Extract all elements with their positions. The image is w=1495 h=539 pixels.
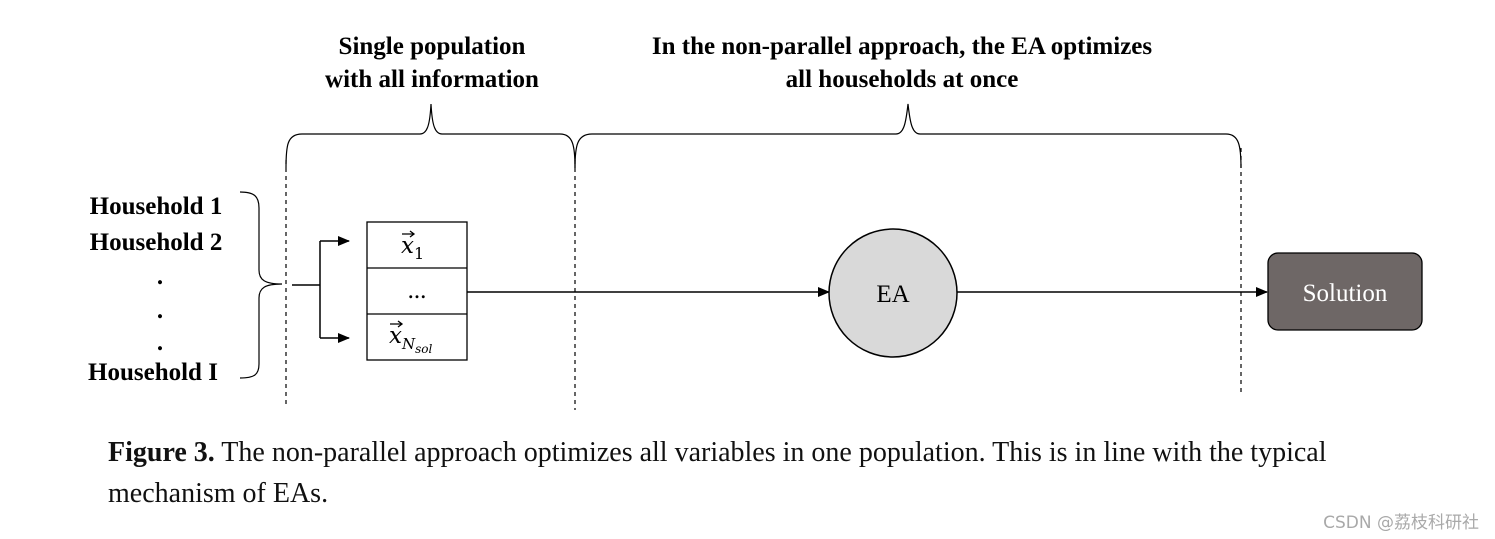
household-dot-1: .	[157, 263, 163, 290]
diagram-canvas: Single population with all information I…	[88, 33, 1423, 410]
header-right-line2: all households at once	[786, 66, 1019, 93]
population-row-1: x1	[401, 233, 424, 263]
household-dot-3: .	[157, 329, 163, 356]
household-last-label: Household I	[88, 359, 218, 386]
solution-label: Solution	[1303, 280, 1388, 307]
ea-node	[828, 228, 958, 358]
solution-node	[1267, 252, 1423, 331]
household-dot-2: .	[157, 297, 163, 324]
figure-label: Figure 3.	[108, 437, 215, 468]
watermark: CSDN @荔枝科研社	[1323, 513, 1479, 533]
vector-arrow-icon	[390, 320, 404, 328]
ea-label: EA	[876, 281, 909, 308]
vector-arrow-icon	[402, 230, 416, 238]
header-left-line2: with all information	[325, 66, 539, 93]
household-1-label: Household 1	[90, 193, 223, 220]
caption-text: The non-parallel approach optimizes all …	[108, 437, 1327, 509]
brace-single-population	[285, 103, 576, 169]
brace-non-parallel	[574, 103, 1242, 169]
brace-households	[239, 191, 283, 379]
figure-caption: Figure 3. The non-parallel approach opti…	[108, 432, 1438, 514]
header-left-line1: Single population	[339, 33, 526, 60]
household-2-label: Household 2	[90, 229, 223, 256]
population-row-3: xNsol	[389, 323, 432, 356]
population-table	[366, 221, 468, 361]
header-right-line1: In the non-parallel approach, the EA opt…	[652, 33, 1153, 60]
population-row-2: ...	[408, 277, 427, 304]
